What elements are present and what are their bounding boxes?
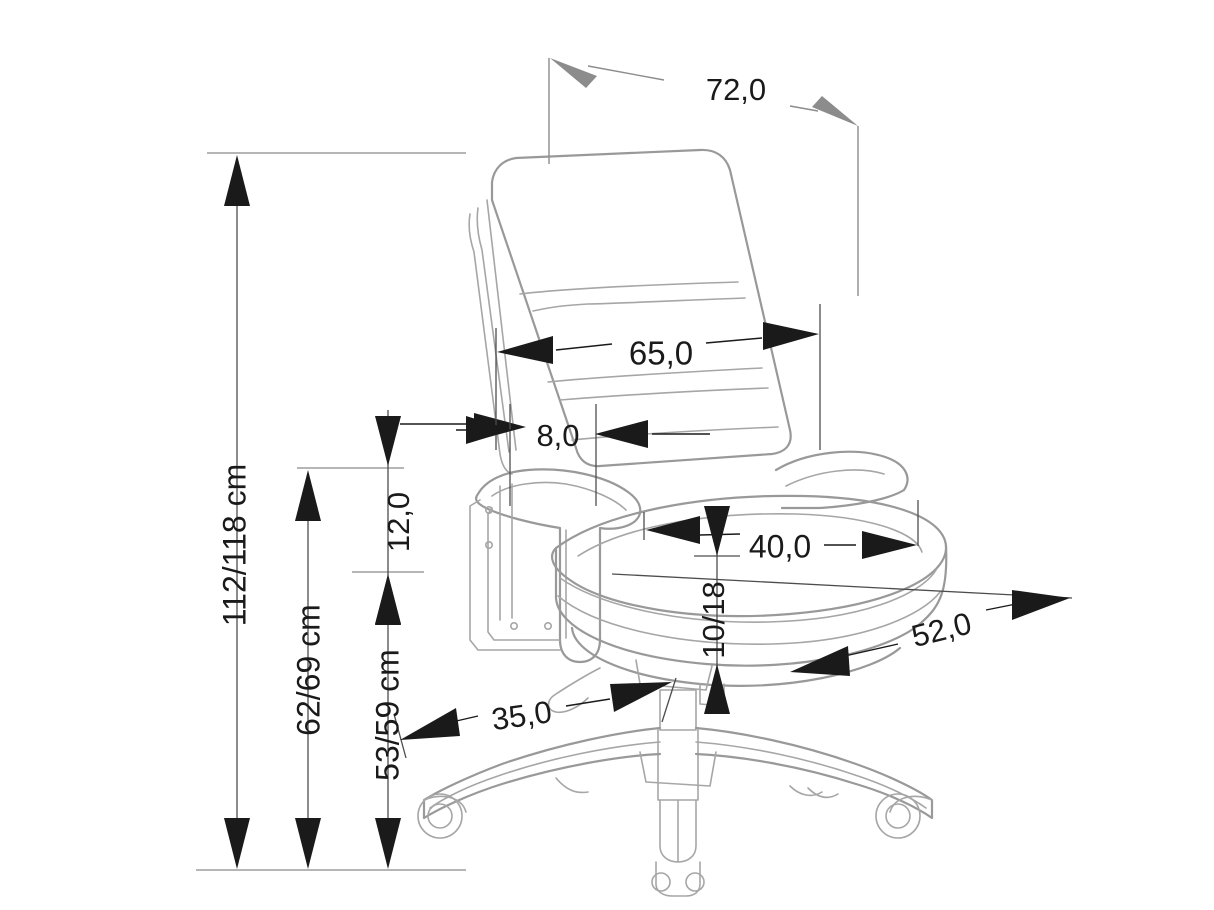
backrest-frame-left [468,213,513,475]
base-leg-front [639,751,717,787]
dimension-label-d40: 40,0 [749,528,811,564]
arrow-65-right [763,322,819,350]
seat-top-seam [577,513,923,557]
arrow-35-right [610,682,672,712]
dimension-label-d1018: 10/18 [696,581,731,659]
arrow-35-left [400,708,460,740]
armrest-left-pad [475,468,642,664]
caster-left [417,793,467,839]
gas-cylinder-top [659,689,697,731]
leader-52-high [985,603,1017,611]
base-leg-hub2 [789,785,823,797]
backrest-frame-left3 [486,199,517,451]
leader-72-left [587,65,665,81]
bracket-screw-4 [543,621,552,630]
chair-illustration [417,148,948,897]
armrest-bracket-inner [487,507,561,641]
tilt-lever [547,667,601,714]
dimension-label-h112: 112/118 cm [216,464,252,626]
caster-right [875,793,933,839]
armrest-right-seam [785,469,885,487]
ext-line-35-right [661,677,677,723]
leader-65-right [705,337,763,344]
dimension-label-d12: 12,0 [381,492,416,552]
caster-front [651,861,705,897]
bracket-screw-2 [484,540,493,549]
arrow-62-down [295,818,321,869]
backrest-seam-mid [547,367,763,383]
arrow-1018-down [704,506,730,556]
backrest-frame-left2 [476,207,510,453]
dimension-label-layer: 72,065,08,040,052,035,010/1812,0112/118 … [216,72,974,781]
leader-72-right [789,105,819,112]
seat-band-seam1 [559,569,937,623]
arrow-40-right [862,531,917,559]
arrow-112-down [224,818,250,869]
ext-line-35-left [393,713,407,759]
leader-65-left [555,343,613,351]
bracket-screw-3 [509,621,518,630]
dimension-annotations [196,58,1073,871]
backrest-seam-upper [519,281,739,295]
dimension-label-d35: 35,0 [489,694,554,737]
arrow-8-left [466,416,512,444]
arrow-65-left [497,336,553,364]
arrow-53-down [375,818,401,869]
seat-band-seam2 [557,591,941,645]
base-leg-hub [555,777,589,794]
base-star-outline [422,726,662,820]
base-star-outline-right [694,726,934,820]
base-leg-hub3 [807,787,839,799]
backrest-seam-upper2 [532,297,746,312]
arrow-72-left [550,58,597,88]
armrest-right-outline [774,450,909,510]
bracket-screw-1 [484,505,493,514]
arrow-112-up [224,155,250,206]
arrow-62-up [295,470,321,521]
backrest-outline [490,148,792,468]
arrow-12-up [375,574,401,624]
seat-band-outline [554,544,948,667]
dimension-label-h53: 53/59 cm [369,649,405,781]
armrest-bracket [469,499,561,651]
leader-35-right [565,698,611,707]
dimension-label-d65: 65,0 [629,335,693,372]
backrest-seam-mid2 [559,387,769,401]
dimension-label-d8: 8,0 [536,418,579,453]
arrow-52-right [1012,590,1070,620]
backrest-seam-lower [571,426,779,441]
arrow-40-left [646,516,700,544]
dim-line-52 [611,573,1073,599]
dimension-label-h62: 62/69 cm [290,604,326,736]
arrow-8-right [595,420,648,448]
arrow-52-left [790,646,850,676]
arrow-72-right [812,96,858,126]
arrow-1018-up [704,664,730,714]
dimension-label-d72: 72,0 [706,72,766,107]
arrow-12-down [375,416,401,466]
seat-top-outline [551,494,948,618]
